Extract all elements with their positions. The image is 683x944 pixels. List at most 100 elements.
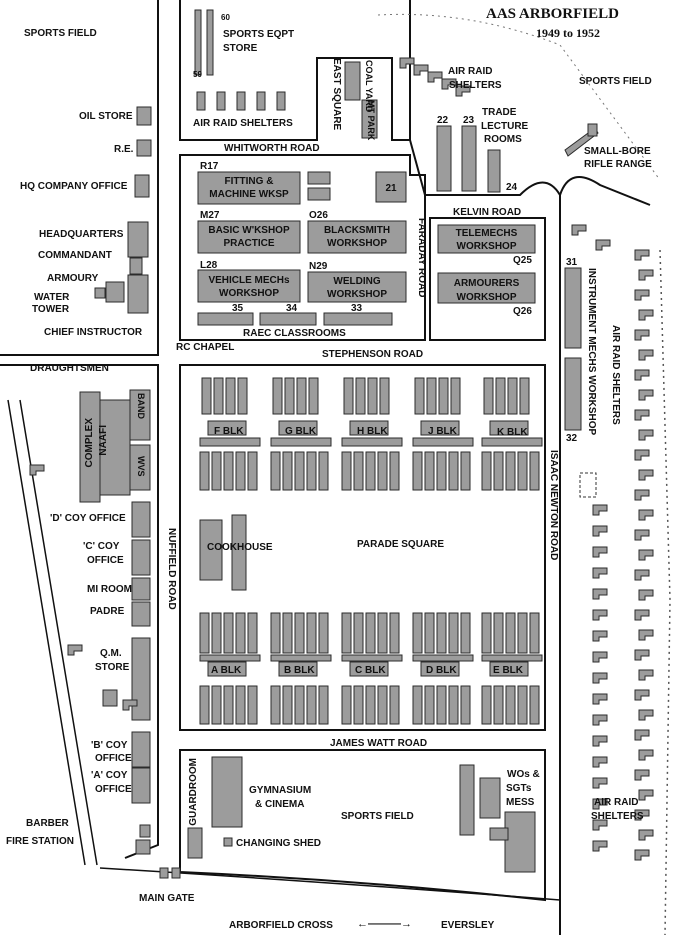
barrack-finger (517, 451, 528, 491)
wos-mess-bldg-4 (489, 827, 509, 841)
air-raid-shelter (634, 489, 650, 501)
barrack-core (278, 661, 318, 677)
label-e-blk: E BLK (493, 665, 523, 676)
air-raid-shelter (592, 819, 608, 831)
shelter-n1 (196, 91, 206, 111)
air-raid-shelter (592, 567, 608, 579)
barrack-finger (341, 451, 352, 491)
barrack-spine (341, 654, 403, 662)
a-coy-bldg (131, 767, 151, 804)
label-b-coy-office: OFFICE (95, 753, 132, 764)
air-raid-shelter (592, 777, 608, 789)
air-raid-shelter (638, 309, 654, 321)
store-bldg-60 (194, 9, 202, 76)
east-road-edge-inner (559, 176, 651, 206)
fitting-bldg (197, 171, 301, 205)
label-b-blk: B BLK (284, 665, 315, 676)
label-parade-square: PARADE SQUARE (357, 539, 445, 550)
barrack-finger (389, 451, 400, 491)
label-sports-field-s: SPORTS FIELD (341, 811, 414, 822)
label-draughtsmen: DRAUGHTSMEN (30, 363, 109, 374)
barrack-finger (450, 377, 461, 415)
barrack-finger (424, 685, 435, 725)
bldg-21 (375, 171, 407, 203)
barrack-spine (341, 437, 403, 447)
barrack-finger (211, 685, 222, 725)
barrack-finger (341, 612, 352, 654)
label-guardroom: GUARDROOM (188, 758, 199, 826)
road-stephenson: STEPHENSON ROAD (322, 349, 424, 360)
armoury-bldg-2 (94, 287, 106, 299)
raec-bldg-35 (197, 312, 254, 326)
barrack-finger (318, 612, 329, 654)
wos-mess-bldg-3 (504, 811, 536, 873)
label-air-raid-shelters-n: AIR RAID SHELTERS (193, 118, 293, 129)
air-raid-shelter (638, 509, 654, 521)
barrack-finger (529, 612, 540, 654)
barrack-core (278, 420, 318, 436)
label-changing-shed: CHANGING SHED (236, 838, 322, 849)
barrack-finger (270, 685, 281, 725)
barrack-finger (426, 377, 437, 415)
label-rooms: ROOMS (484, 134, 522, 145)
wvs-bldg (129, 444, 151, 491)
coal-yard-bldg (344, 61, 361, 101)
barrack-finger (460, 612, 471, 654)
barrack-finger (353, 451, 364, 491)
label-mt-park: MT PARK (366, 100, 376, 141)
shelter-n2 (216, 91, 226, 111)
barrack-finger (389, 612, 400, 654)
barrack-finger (481, 612, 492, 654)
barrack-finger (495, 377, 506, 415)
store-bldg-59 (206, 9, 214, 76)
air-raid-shelter (122, 699, 138, 711)
barrack-finger (365, 451, 376, 491)
isaac-newton-gate (579, 472, 597, 498)
label-store: STORE (223, 43, 258, 54)
air-raid-shelter (634, 609, 650, 621)
road-kelvin: KELVIN ROAD (453, 207, 522, 218)
label-barber: BARBER (26, 818, 69, 829)
label-telemechs-workshop: WORKSHOP (456, 241, 517, 252)
wos-mess-bldg-2 (479, 777, 501, 819)
barrack-spine (270, 654, 332, 662)
central-block-outline (179, 364, 546, 731)
label-num-60: 60 (221, 13, 230, 22)
barrack-finger (483, 377, 494, 415)
air-raid-shelter (638, 269, 654, 281)
barrack-finger (237, 377, 248, 415)
telemechs-bldg (437, 224, 536, 254)
air-raid-shelter (634, 809, 650, 821)
barrack-finger (517, 685, 528, 725)
barrack-finger (481, 685, 492, 725)
barrack-spine (412, 437, 474, 447)
barrack-finger (448, 612, 459, 654)
barrack-finger (306, 612, 317, 654)
barrack-finger (284, 377, 295, 415)
guardroom-bldg (187, 827, 203, 859)
air-raid-shelter (67, 644, 83, 656)
air-raid-shelter (399, 57, 415, 69)
label-shelters-ne: SHELTERS (449, 80, 502, 91)
air-raid-shelter (441, 78, 457, 90)
air-raid-shelter (413, 64, 429, 76)
barrack-core (489, 420, 529, 436)
air-raid-shelter (592, 672, 608, 684)
air-raid-shelter (592, 525, 608, 537)
wos-mess-bldg (459, 764, 475, 836)
label-main-gate: MAIN GATE (139, 893, 195, 904)
barrack-finger (343, 377, 354, 415)
label-armourers: ARMOURERS (453, 278, 520, 289)
barrack-finger (493, 612, 504, 654)
barrack-finger (389, 685, 400, 725)
label-num-34: 34 (286, 303, 298, 314)
air-raid-shelter (592, 714, 608, 726)
mt-park-bldg (361, 99, 378, 139)
workshops-block-outline (179, 154, 426, 341)
label-armourers-workshop: WORKSHOP (456, 292, 517, 303)
air-raid-shelter (634, 369, 650, 381)
label-o26: O26 (309, 210, 328, 221)
label-blacksmith: BLACKSMITH (323, 225, 391, 236)
barrack-finger (223, 451, 234, 491)
label-wvs: WVS (136, 456, 146, 477)
